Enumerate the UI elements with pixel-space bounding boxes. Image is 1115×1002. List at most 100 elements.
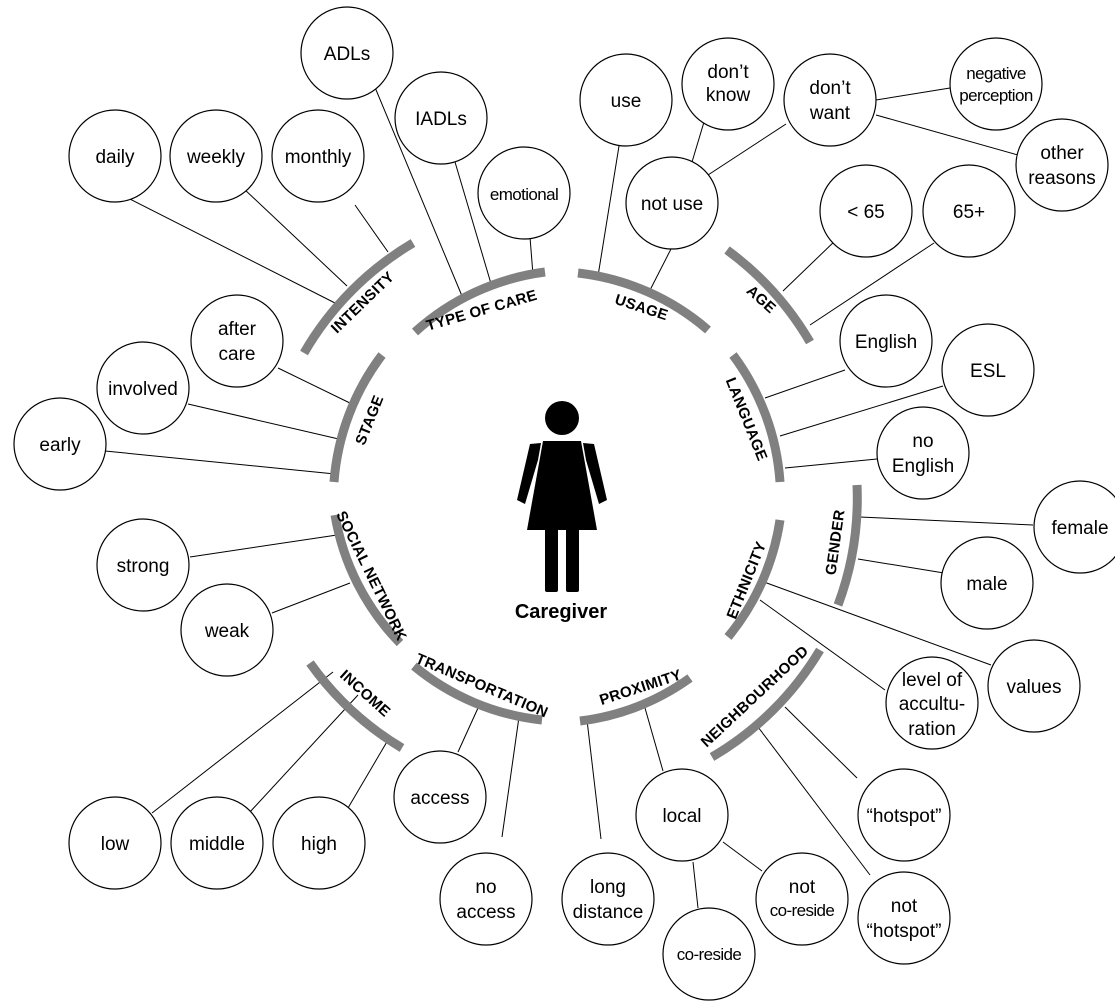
node-not-co-reside: [755, 852, 849, 946]
node-adls: [300, 6, 394, 100]
node-label-not-hotspot-line2: “hotspot”: [867, 921, 942, 942]
node-label-use: use: [611, 91, 642, 112]
node-label-weekly: weekly: [186, 147, 246, 168]
node-emotional: [477, 146, 571, 240]
node-label-english: English: [855, 332, 917, 353]
node-label-acculturation-line1: level of: [902, 670, 963, 691]
node-not-hotspot: [857, 871, 951, 965]
node-label-iadls: IADLs: [415, 109, 467, 130]
node-label-not-use: not use: [641, 194, 703, 215]
node-label-other-reasons-line2: reasons: [1028, 168, 1096, 189]
node-male: [940, 536, 1034, 630]
transportation-arc: [411, 662, 543, 725]
node-label-daily: daily: [95, 147, 135, 168]
node-label-early: early: [39, 435, 81, 456]
node-other-reasons: [1015, 118, 1109, 212]
node-local: [635, 768, 729, 862]
node-label-dont-know-line1: don’t: [707, 62, 749, 83]
node-label-dont-know-line2: know: [706, 85, 751, 106]
node-use: [579, 53, 673, 147]
center-label: Caregiver: [515, 601, 607, 623]
node-label-dont-want-line2: want: [809, 103, 851, 124]
node-level-of-acculturation: [885, 656, 979, 750]
node-label-no-access-line2: access: [456, 902, 515, 923]
node-low: [68, 796, 162, 890]
node-label-long-distance-line1: long: [590, 877, 626, 898]
node-label-weak: weak: [204, 621, 250, 642]
node-female: [1033, 480, 1115, 574]
node-label-strong: strong: [117, 556, 170, 577]
proximity-arc: [579, 674, 693, 726]
node-weekly: [169, 109, 263, 203]
node-label-negative-perception-line2: perception: [959, 86, 1033, 105]
node-label-no-english-line1: no: [912, 431, 933, 452]
ethnicity-arc: [724, 519, 785, 640]
node-label-dont-want-line1: don’t: [809, 78, 851, 99]
node-monthly: [271, 109, 365, 203]
category-label-income: INCOME: [336, 667, 393, 721]
node-under-65: [819, 164, 913, 258]
node-label-long-distance-line2: distance: [573, 902, 644, 923]
node-label-hotspot: “hotspot”: [867, 806, 942, 827]
node-label-involved: involved: [108, 379, 178, 400]
node-label-values: values: [1007, 677, 1062, 698]
node-label-acculturation-line3: ration: [908, 719, 956, 740]
connector-lines: [104, 84, 1034, 909]
node-label-male: male: [966, 574, 1007, 595]
node-hotspot: [857, 768, 951, 862]
node-label-no-english-line2: English: [892, 456, 954, 477]
node-values: [987, 639, 1081, 733]
node-label-local: local: [662, 806, 701, 827]
node-label-acculturation-line2: accultu-: [899, 694, 966, 715]
gender-arc: [833, 484, 862, 607]
caregiver-figure-icon: [517, 401, 607, 592]
node-label-negative-perception-line1: negative: [966, 64, 1026, 83]
category-label-gender: GENDER: [823, 509, 849, 577]
node-label-low: low: [101, 834, 130, 855]
node-long-distance: [561, 852, 655, 946]
node-not-use: [625, 156, 719, 250]
node-label-esl: ESL: [970, 361, 1006, 382]
node-label-not-co-reside-line1: not: [789, 877, 816, 898]
node-labels: daily weekly monthly ADLs IADLs emotiona…: [39, 44, 1108, 964]
node-label-middle: middle: [189, 834, 245, 855]
node-english: [839, 294, 933, 388]
node-high: [272, 796, 366, 890]
node-weak: [180, 583, 274, 677]
type-of-care-arc: [411, 267, 546, 336]
node-label-over-65: 65+: [953, 202, 985, 223]
node-negative-perception: [949, 37, 1043, 131]
income-arc: [306, 660, 405, 752]
node-label-emotional: emotional: [490, 185, 558, 204]
category-label-neighbourhood: NEIGHBOURHOOD: [698, 643, 812, 751]
category-label-social-network: SOCIAL NETWORK: [332, 508, 410, 643]
node-label-access: access: [410, 788, 469, 809]
node-label-no-access-line1: no: [475, 877, 496, 898]
node-involved: [96, 341, 190, 435]
node-iadls: [394, 71, 488, 165]
node-no-access: [439, 852, 533, 946]
node-middle: [170, 796, 264, 890]
node-esl: [941, 323, 1035, 417]
node-daily: [68, 109, 162, 203]
social-network-arc: [330, 514, 404, 647]
node-label-co-reside: co-reside: [677, 945, 742, 964]
value-nodes: [13, 6, 1115, 1001]
node-label-adls: ADLs: [324, 44, 370, 65]
node-strong: [96, 518, 190, 612]
node-label-other-reasons-line1: other: [1040, 143, 1084, 164]
node-no-english: [876, 406, 970, 500]
node-label-after-care-line1: after: [218, 319, 257, 340]
node-early: [13, 397, 107, 491]
node-label-not-hotspot-line1: not: [891, 896, 918, 917]
usage-arc: [577, 268, 711, 334]
language-arc: [729, 352, 785, 483]
neighbourhood-arc: [709, 647, 824, 761]
node-label-high: high: [301, 834, 337, 855]
node-label-not-co-reside-line2: co-reside: [770, 901, 835, 920]
intensity-arc: [300, 239, 416, 356]
node-over-65: [922, 164, 1016, 258]
node-dont-want: [783, 53, 877, 147]
node-label-after-care-line2: care: [219, 344, 256, 365]
